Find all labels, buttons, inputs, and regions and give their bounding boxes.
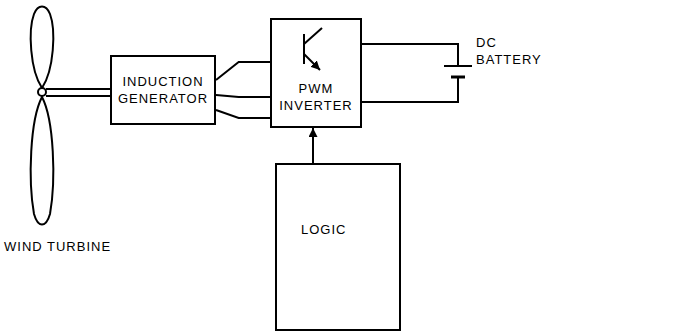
battery-symbol <box>444 66 472 77</box>
connector-line <box>312 128 314 163</box>
logic-box: LOGIC <box>275 163 401 331</box>
connector-line <box>216 62 270 80</box>
node-text: PWM INVERTER <box>276 80 356 114</box>
three-phase-wires <box>216 62 270 118</box>
part-label: WIND TURBINE <box>4 238 111 255</box>
transistor-symbol <box>304 28 322 70</box>
battery-wires <box>362 44 458 102</box>
wind-turbine-symbol <box>31 7 110 225</box>
node-text: LOGIC <box>301 221 346 238</box>
connector-line <box>216 95 270 97</box>
control-arrow <box>313 128 314 163</box>
node-text: INDUCTION GENERATOR <box>116 73 210 107</box>
generator-box: INDUCTION GENERATOR <box>110 55 216 125</box>
part-label: DC BATTERY <box>476 34 558 68</box>
inverter-box: PWM INVERTER <box>270 18 362 128</box>
connector-line <box>216 110 270 118</box>
